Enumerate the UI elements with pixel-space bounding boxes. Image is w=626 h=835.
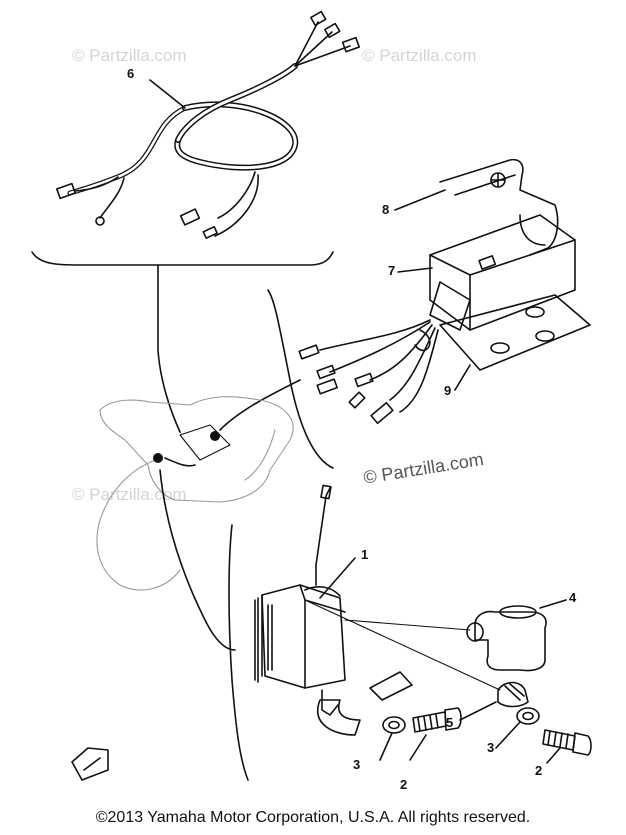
cdi-bracket — [267, 289, 334, 469]
front-arrow-icon — [71, 747, 109, 781]
callout-9: 9 — [444, 383, 452, 398]
harness-bracket — [31, 251, 334, 266]
coil-bracket — [228, 524, 249, 781]
callout-2-left: 2 — [400, 777, 408, 792]
washer-left-part — [382, 716, 406, 734]
callout-3-left: 3 — [353, 757, 361, 772]
bolt-left-part — [412, 707, 462, 733]
callout-1: 1 — [361, 547, 369, 562]
callout-3-right: 3 — [487, 740, 495, 755]
callout-2-right: 2 — [535, 763, 543, 778]
watermark-top-right: © Partzilla.com — [362, 46, 477, 65]
rubber-tube — [369, 671, 413, 701]
wire-harness-part — [55, 10, 361, 239]
bolt-right-part — [542, 729, 592, 756]
ignition-coil-part — [254, 484, 346, 716]
clamp-part — [497, 681, 529, 708]
callout-5: 5 — [446, 715, 454, 730]
callout-8: 8 — [382, 202, 390, 217]
cdi-wire-leads — [298, 319, 439, 425]
elbow-tube — [317, 699, 361, 736]
motorcycle-outline — [96, 396, 294, 591]
callout-7: 7 — [388, 263, 396, 278]
copyright-notice: ©2013 Yamaha Motor Corporation, U.S.A. A… — [95, 809, 531, 826]
washer-right-part — [516, 707, 540, 725]
callout-4: 4 — [569, 590, 577, 605]
cdi-unit-part — [429, 158, 591, 371]
callout-6: 6 — [127, 66, 135, 81]
watermark-top-left: © Partzilla.com — [72, 46, 187, 65]
watermark-mid-left: © Partzilla.com — [72, 485, 187, 504]
spark-plug-cap-part — [466, 605, 547, 672]
